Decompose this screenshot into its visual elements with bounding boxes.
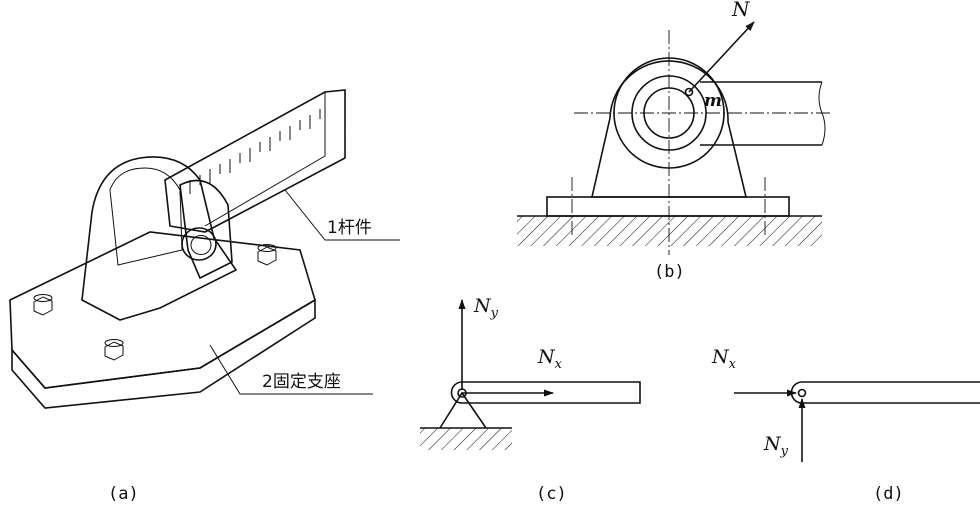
ny-label-d: Ny — [763, 433, 789, 459]
contact-point-m — [684, 87, 694, 97]
rod-member — [164, 89, 346, 233]
hinge-pin-d — [797, 388, 807, 398]
force-n-arrow — [688, 21, 755, 93]
nx-label-d: Nx — [711, 346, 737, 372]
bolt — [257, 244, 277, 266]
panel-d-free-body: Nx Ny (d) — [711, 346, 980, 504]
hinge-triangle — [439, 391, 487, 429]
base-plate-section — [546, 196, 790, 217]
fixed-support-base — [9, 231, 316, 409]
rod-d — [790, 381, 980, 404]
panel-b-caption: (b) — [654, 262, 685, 282]
panel-a-caption: (a) — [108, 484, 139, 504]
ground-hatch-c — [420, 428, 512, 450]
point-m-label: m — [704, 91, 722, 111]
callout-rod-label: 1杆件 — [327, 218, 372, 238]
panel-d-caption: (d) — [873, 484, 904, 504]
rod-outline — [700, 81, 822, 146]
ground-hatch — [517, 216, 822, 246]
bolt — [33, 294, 53, 316]
callout-base-label: 2固定支座 — [262, 372, 341, 392]
nx-label-c: Nx — [537, 346, 563, 372]
panel-c-hinge-symbol: Ny Nx (c) — [420, 295, 641, 504]
clevis-pedestal — [81, 156, 238, 321]
rod-c — [450, 381, 641, 404]
panel-a-pictorial: 1杆件 2固定支座 (a) — [9, 89, 400, 504]
panel-c-caption: (c) — [536, 484, 567, 504]
bolt — [104, 339, 124, 361]
force-n-label: N — [731, 0, 751, 21]
pin-hole — [181, 227, 217, 261]
callout-rod: 1杆件 — [284, 189, 400, 241]
callout-base: 2固定支座 — [209, 344, 373, 395]
panel-b-section: N m (b) — [517, 0, 830, 282]
ny-label-c: Ny — [473, 295, 499, 321]
bracket-body — [590, 60, 748, 198]
